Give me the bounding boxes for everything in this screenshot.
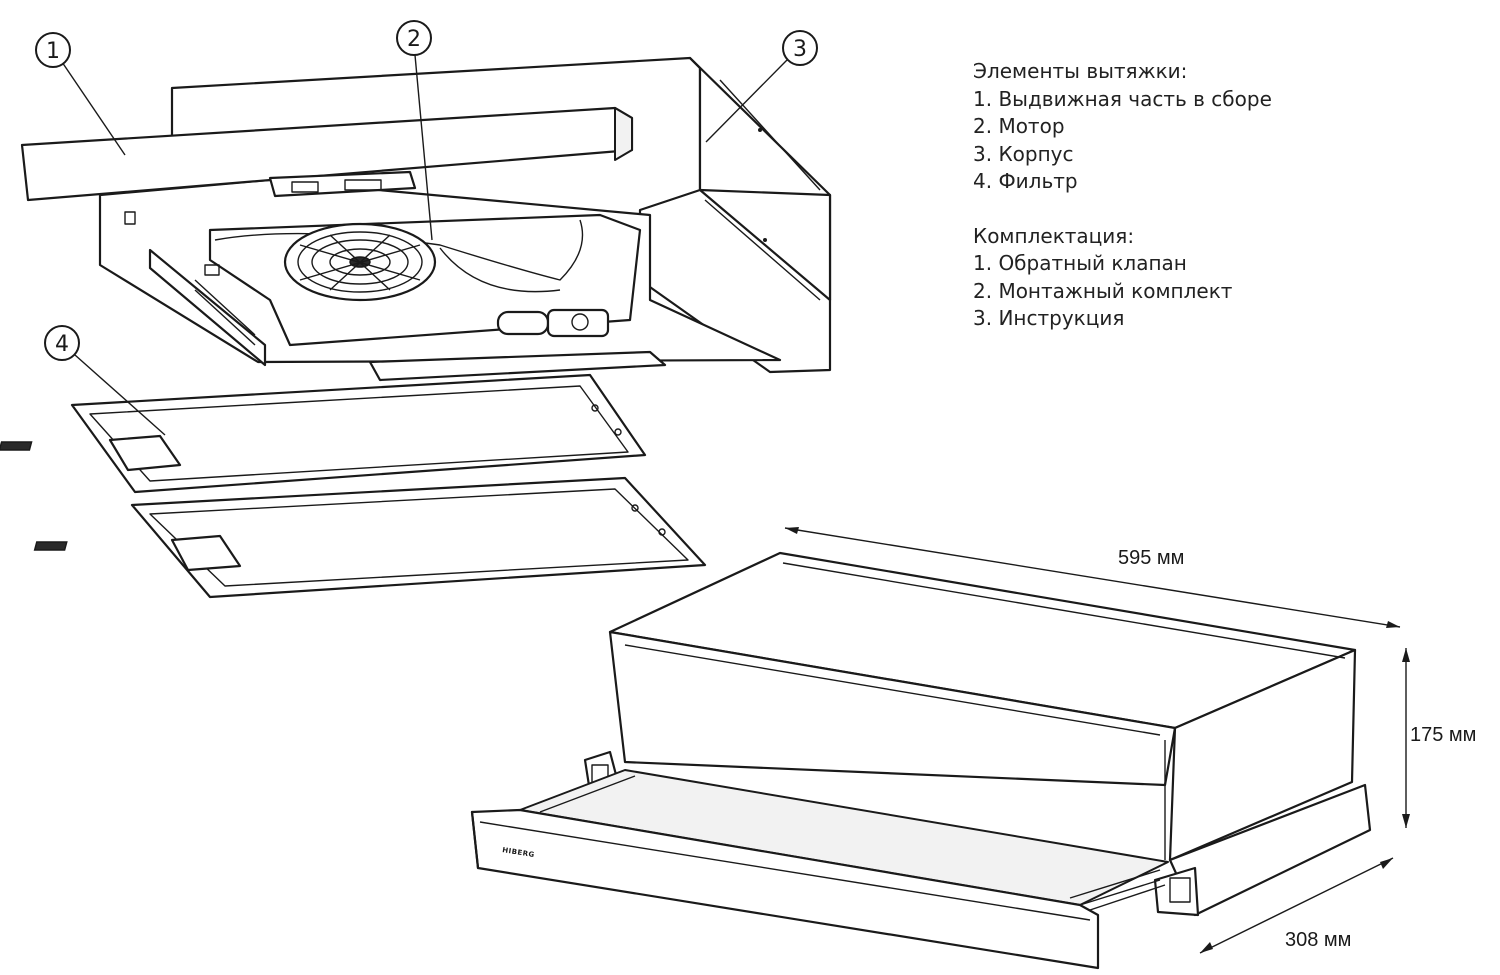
callout-2: 2 (396, 20, 432, 56)
assembled-view: HIBERG 595 мм 175 мм 308 мм (470, 527, 1476, 970)
dimension-height-label: 175 мм (1410, 724, 1476, 746)
side-rail (124, 211, 267, 367)
callout-3: 3 (782, 30, 818, 66)
callout-leaders (61, 54, 788, 436)
callout-1-label: 1 (46, 39, 60, 64)
dimension-width: 595 мм (784, 527, 1401, 628)
package-item: 3. Инструкция (973, 306, 1125, 330)
dimension-height: 175 мм (1402, 648, 1476, 828)
dimension-depth-label: 308 мм (1285, 929, 1351, 951)
callout-4-label: 4 (55, 332, 69, 357)
package-item: 2. Монтажный комплект (973, 278, 1233, 303)
package-item: 1. Обратный клапан (973, 251, 1187, 275)
elements-item: 1. Выдвижная часть в сборе (973, 86, 1272, 111)
dimension-width-label: 595 мм (1118, 547, 1184, 569)
package-group: Комплектация: 1. Обратный клапан 2. Монт… (973, 223, 1272, 333)
dimension-depth: 308 мм (1199, 857, 1394, 954)
motor-fan (283, 222, 437, 302)
motor-chamber (98, 178, 782, 382)
exploded-view: 1 2 3 4 (0, 20, 832, 599)
filter-upper (0, 373, 647, 494)
callout-4: 4 (44, 325, 80, 361)
filter-lower (33, 476, 707, 599)
sliding-front-bar (20, 106, 634, 202)
elements-item: 2. Мотор (973, 114, 1065, 138)
elements-item: 4. Фильтр (973, 169, 1078, 193)
callout-1: 1 (35, 32, 71, 68)
callout-3-label: 3 (793, 37, 807, 62)
elements-item: 3. Корпус (973, 141, 1074, 166)
callout-2-label: 2 (407, 27, 421, 52)
hood-side-panel (1168, 648, 1357, 862)
package-title: Комплектация: (973, 223, 1135, 248)
capacitor (496, 308, 610, 338)
elements-title: Элементы вытяжки: (973, 59, 1188, 83)
legend: Элементы вытяжки: 1. Выдвижная часть в с… (973, 58, 1272, 360)
elements-group: Элементы вытяжки: 1. Выдвижная часть в с… (973, 58, 1272, 196)
